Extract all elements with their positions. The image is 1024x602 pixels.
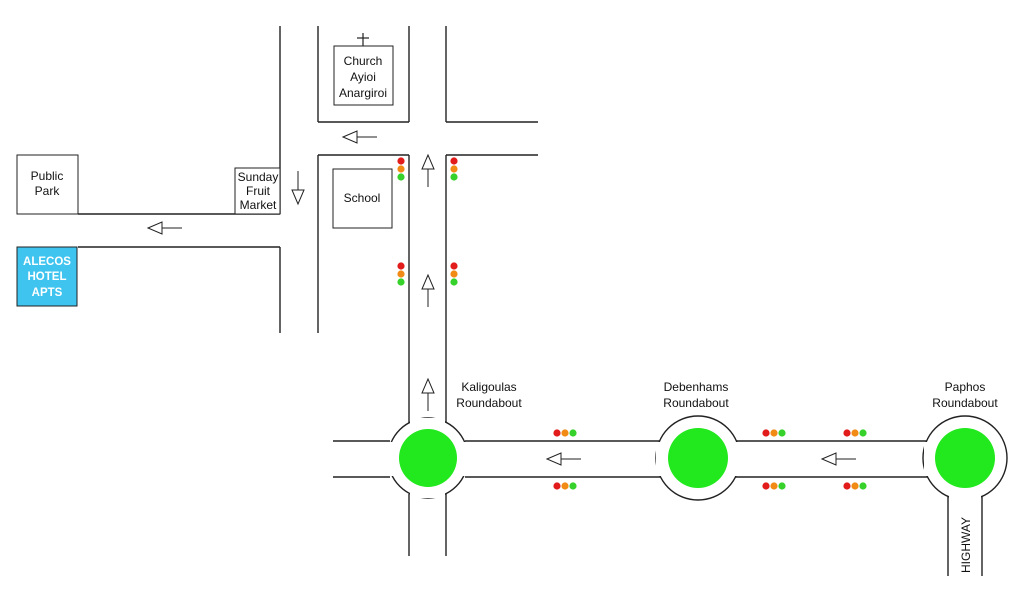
alecos-hotel-apts: ALECOS HOTEL APTS (16, 246, 78, 307)
highway-label: HIGHWAY (959, 517, 973, 573)
traffic-light-icon (762, 482, 786, 490)
arrows (146, 130, 856, 466)
traffic-light-icon (762, 429, 786, 437)
hotel-label-line-3: APTS (32, 287, 63, 299)
traffic-light-icon (397, 157, 405, 181)
kaligoulas-label-line-2: Roundabout (456, 396, 522, 410)
church-label-line-3: Anargiroi (339, 86, 387, 100)
roundabout-paphos (922, 415, 1008, 501)
church-label-line-1: Church (344, 54, 383, 68)
market-label-line-2: Fruit (246, 184, 271, 198)
kaligoulas-label-line-1: Kaligoulas (461, 380, 516, 394)
roundabout-island (668, 428, 728, 488)
church-label-line-2: Ayioi (350, 70, 376, 84)
traffic-light-icon (843, 482, 867, 490)
traffic-light-icon (553, 429, 577, 437)
arrow-icon (421, 153, 435, 187)
traffic-light-icon (450, 262, 458, 286)
public-park: Public Park (16, 154, 79, 215)
market-label-line-3: Market (240, 198, 277, 212)
sunday-fruit-market: Sunday Fruit Market (234, 167, 281, 215)
school: School (332, 168, 393, 229)
traffic-light-icon (553, 482, 577, 490)
public-park-label-line-1: Public (31, 169, 64, 183)
arrow-icon (421, 377, 435, 411)
traffic-light-icon (843, 429, 867, 437)
school-label: School (344, 191, 381, 205)
market-label-line-1: Sunday (238, 170, 279, 184)
church-ayioi-anargiroi: Church Ayioi Anargiroi (333, 33, 394, 106)
arrow-icon (291, 171, 305, 206)
paphos-label-line-1: Paphos (945, 380, 986, 394)
hotel-label-line-2: HOTEL (28, 271, 67, 283)
traffic-lights (397, 157, 867, 490)
paphos-label-line-2: Roundabout (932, 396, 998, 410)
arrow-icon (545, 452, 581, 466)
debenhams-label-line-2: Roundabout (663, 396, 729, 410)
traffic-light-icon (450, 157, 458, 181)
public-park-label-line-2: Park (35, 184, 61, 198)
hotel-label-line-1: ALECOS (23, 256, 71, 268)
roundabout-debenhams (655, 415, 741, 501)
roundabout-kaligoulas (387, 417, 469, 499)
roundabout-island (935, 428, 995, 488)
arrow-icon (341, 130, 377, 144)
debenhams-label-line-1: Debenhams (664, 380, 729, 394)
traffic-light-icon (397, 262, 405, 286)
arrow-icon (146, 221, 182, 235)
road-network (78, 26, 983, 576)
roundabout-island (399, 429, 457, 487)
arrow-icon (421, 273, 435, 307)
arrow-icon (820, 452, 856, 466)
